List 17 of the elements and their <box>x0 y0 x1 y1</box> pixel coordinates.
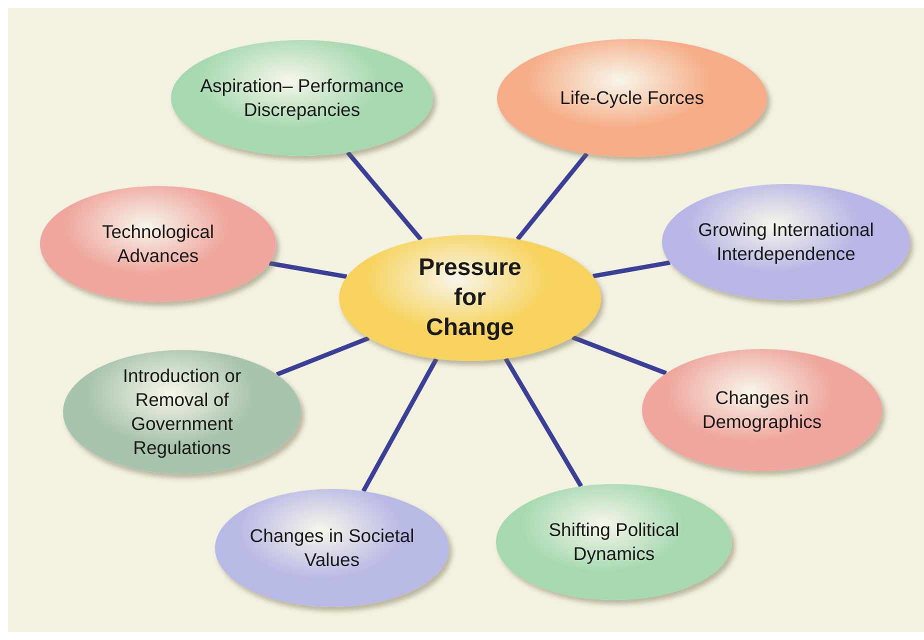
connector-line <box>346 150 423 242</box>
topic-label: Introduction or Removal of Government Regulations <box>122 364 242 460</box>
connector-line <box>516 152 589 241</box>
topic-label: Life-Cycle Forces <box>560 86 704 110</box>
connector-line <box>276 336 370 377</box>
connector-line <box>361 358 438 492</box>
topic-label: Changes in Societal Values <box>248 524 416 572</box>
topic-label: Changes in Demographics <box>701 386 823 434</box>
topic-label: Aspiration– Performance Discrepancies <box>199 74 405 122</box>
connector-line <box>504 357 584 488</box>
topic-label: Technological Advances <box>100 220 216 268</box>
connector-line <box>572 335 668 376</box>
central-label: Pressure for Change <box>418 253 522 343</box>
topic-label: Shifting Political Dynamics <box>548 518 680 566</box>
connector-line <box>268 261 348 279</box>
topic-label: Growing International Interdependence <box>697 218 875 266</box>
connector-line <box>592 260 670 278</box>
